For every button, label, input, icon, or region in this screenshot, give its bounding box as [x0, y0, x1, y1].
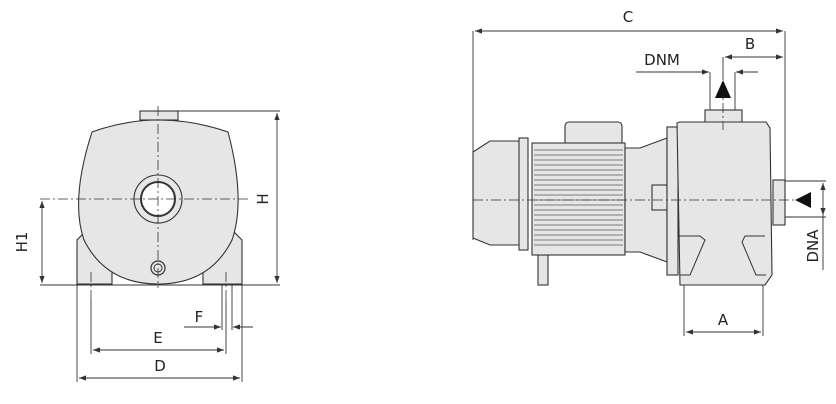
outlet-boss — [139, 110, 179, 121]
label-c: C — [623, 8, 633, 26]
label-d: D — [154, 357, 166, 375]
label-dna: DNA — [804, 229, 822, 263]
label-e: E — [153, 329, 162, 347]
pump-flange — [666, 126, 679, 276]
motor-ring — [518, 137, 529, 251]
label-h: H — [254, 193, 272, 204]
side-view: C B DNM DNA A — [472, 8, 826, 336]
label-f: F — [195, 308, 204, 326]
label-a: A — [718, 311, 729, 329]
motor-body — [531, 142, 626, 256]
motor-fins — [534, 149, 623, 246]
inlet-port — [772, 179, 786, 226]
fan-cover — [472, 140, 521, 246]
motor-foot — [537, 254, 549, 286]
label-h1: H1 — [13, 232, 31, 253]
shaft-coupling — [651, 184, 668, 211]
label-dnm: DNM — [644, 51, 680, 69]
outlet-flow-arrow-icon — [715, 80, 731, 98]
front-view: H H1 E D F — [13, 106, 280, 382]
label-b: B — [745, 35, 755, 53]
inlet-flow-arrow-icon — [795, 192, 811, 208]
pump-body — [676, 121, 773, 286]
